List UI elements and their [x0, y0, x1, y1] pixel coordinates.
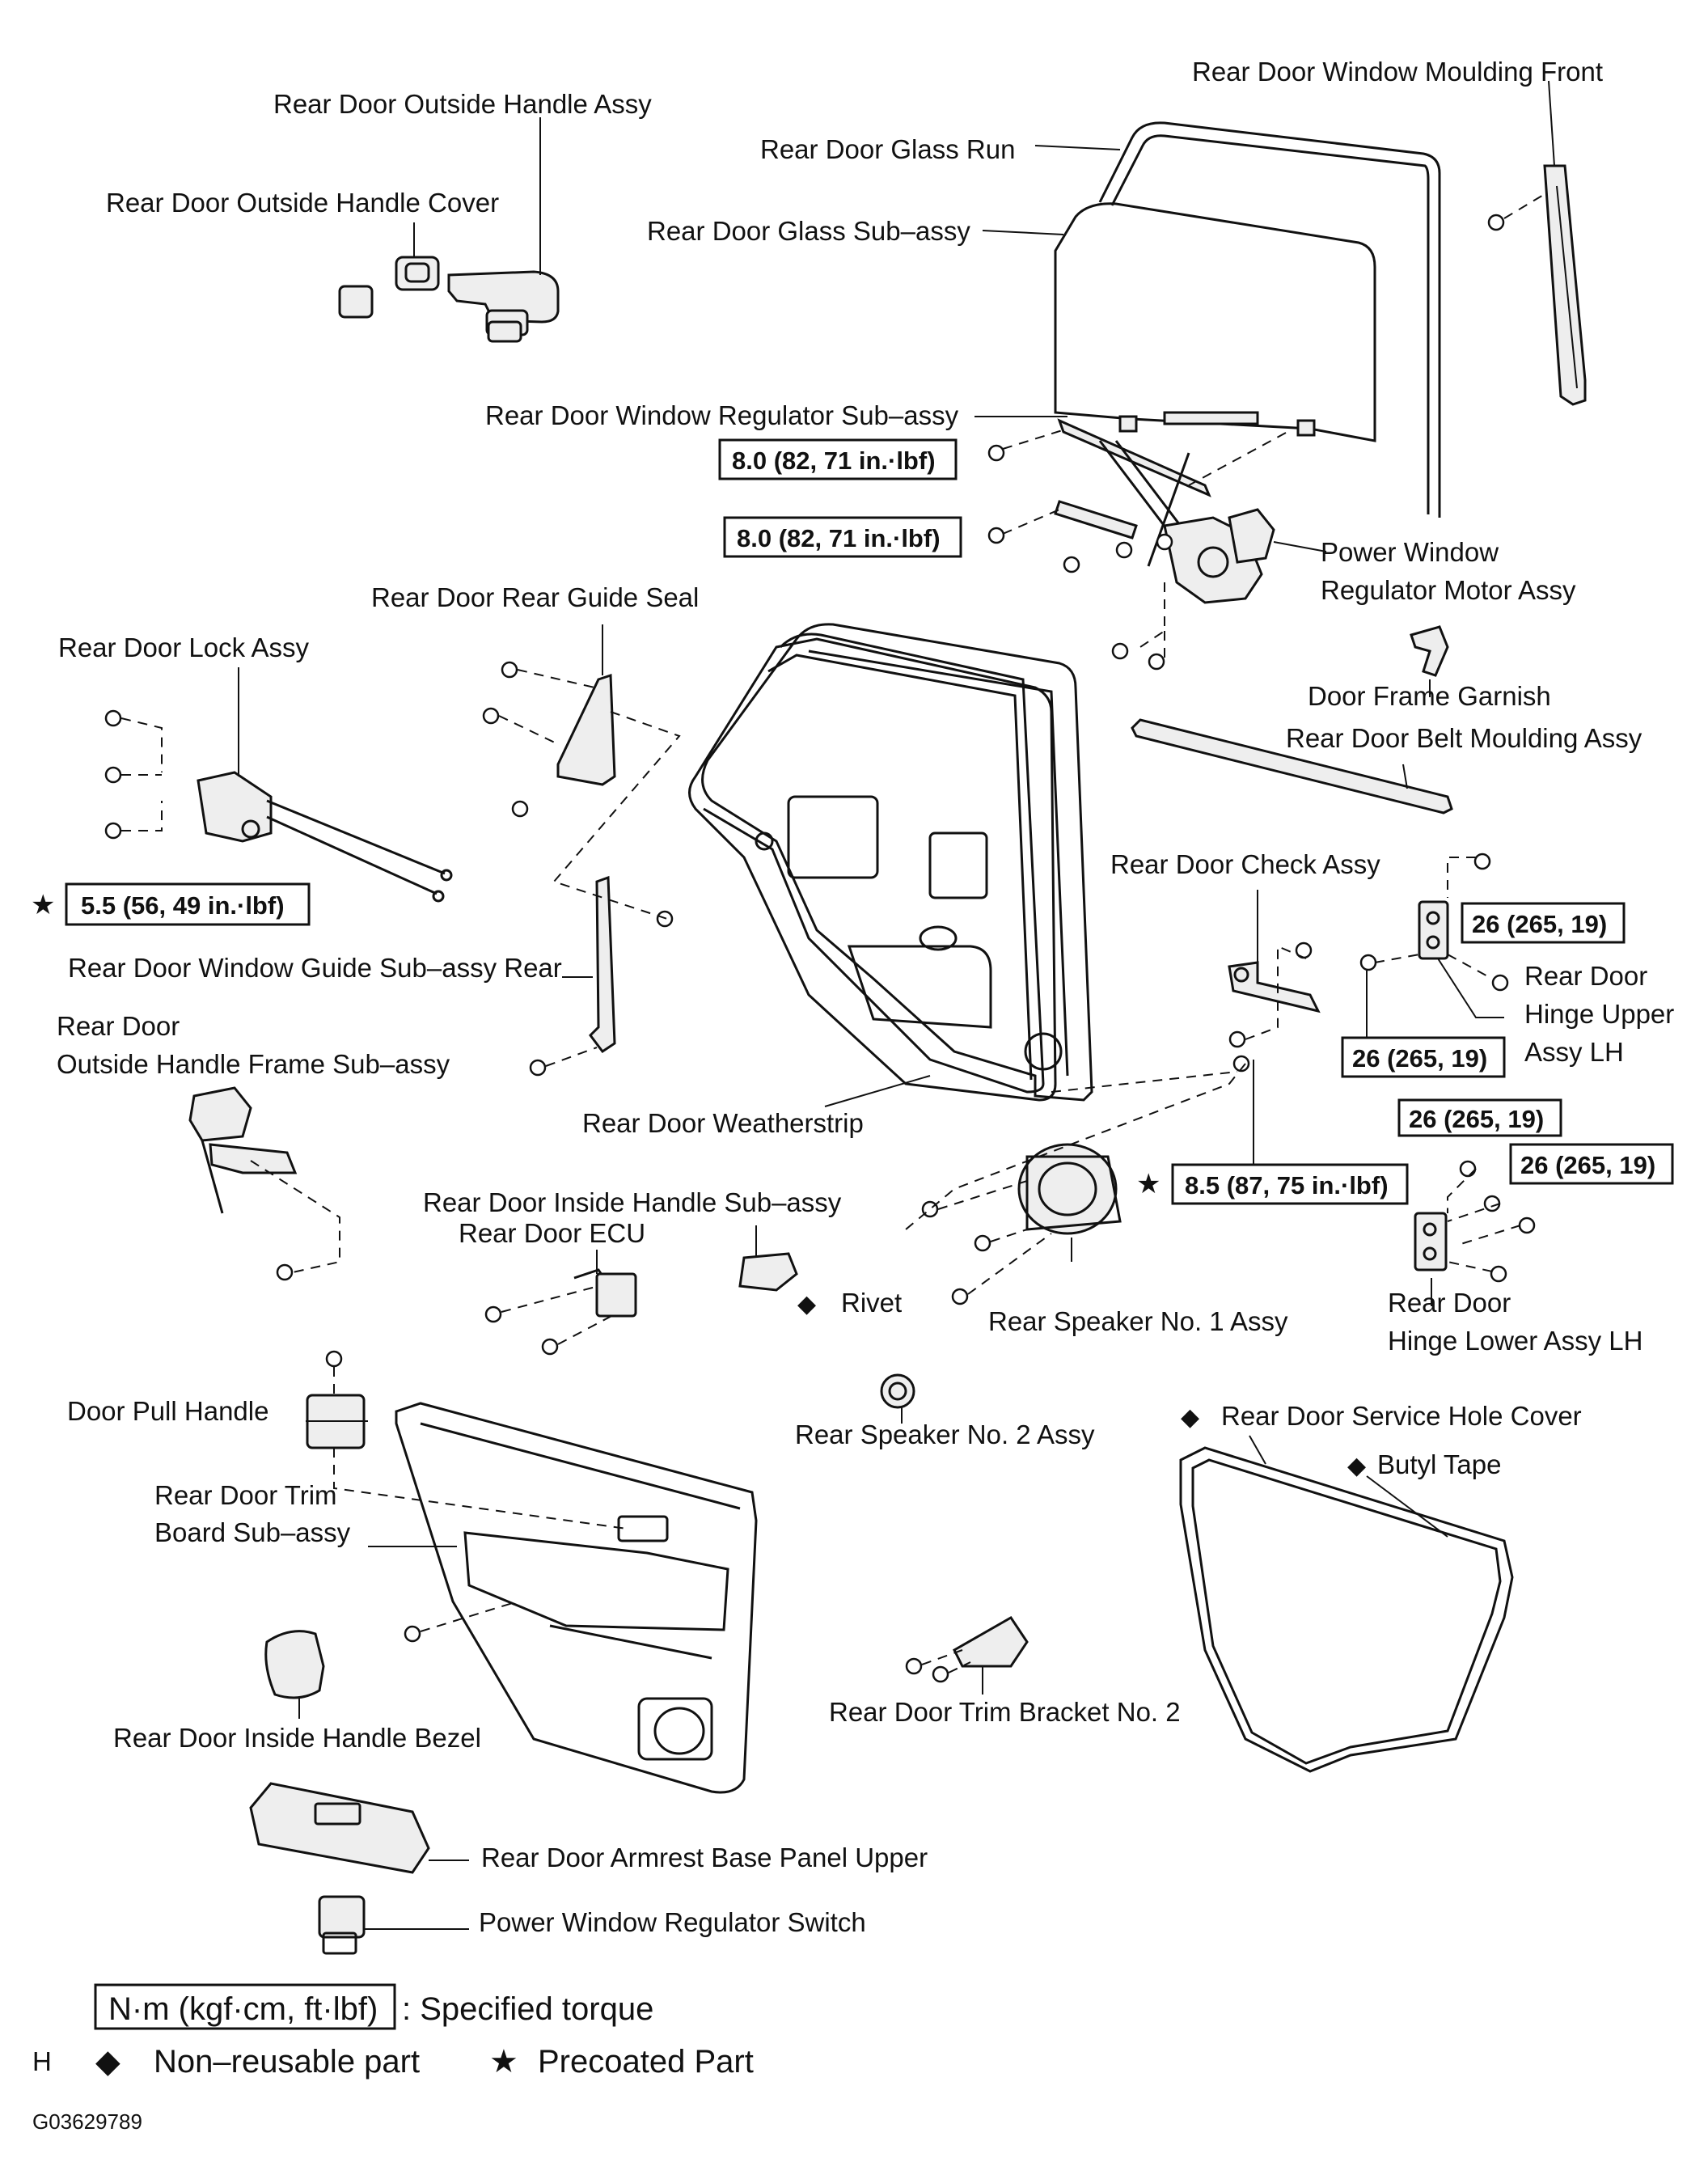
window-regulator-drawing	[1054, 418, 1275, 604]
label-regulator-subassy: Rear Door Window Regulator Sub–assy	[485, 400, 959, 430]
label-speaker-no2: Rear Speaker No. 2 Assy	[795, 1420, 1095, 1449]
label-armrest-base-panel: Rear Door Armrest Base Panel Upper	[481, 1843, 928, 1872]
speaker-no1-drawing	[1017, 1143, 1122, 1235]
part-labels: Rear Door Outside Handle Assy Rear Door …	[57, 57, 1674, 1937]
nonreusable-diamond-service-hole: ◆	[1181, 1403, 1199, 1432]
label-butyl-tape: Butyl Tape	[1377, 1449, 1502, 1479]
nonreusable-diamond-rivet: ◆	[797, 1290, 816, 1318]
label-power-window-motor-2: Regulator Motor Assy	[1321, 575, 1576, 605]
label-service-hole-cover: Rear Door Service Hole Cover	[1221, 1401, 1582, 1431]
label-hinge-upper-3: Assy LH	[1524, 1037, 1624, 1067]
leader-lines	[238, 80, 1555, 1930]
speaker-no2-drawing	[880, 1373, 915, 1409]
torque-specs: 8.0 (82, 71 in.·lbf) 8.0 (82, 71 in.·lbf…	[31, 438, 1674, 1205]
legend-diamond-symbol: ◆	[95, 2043, 120, 2080]
glass-drawing	[1054, 202, 1376, 442]
label-trim-board-1: Rear Door Trim	[154, 1480, 337, 1510]
label-glass-run: Rear Door Glass Run	[760, 134, 1015, 164]
torque-hinge-upper-a: 26 (265, 19)	[1472, 910, 1607, 938]
armrest-drawing	[249, 1782, 430, 1874]
label-trim-bracket-no2: Rear Door Trim Bracket No. 2	[829, 1697, 1181, 1727]
inside-handle-bezel-drawing	[264, 1630, 325, 1699]
torque-regulator-lower: 8.0 (82, 71 in.·lbf)	[737, 524, 941, 552]
label-door-pull-handle: Door Pull Handle	[67, 1396, 268, 1426]
torque-hinge-lower-a: 26 (265, 19)	[1409, 1105, 1544, 1133]
legend: N·m (kgf·cm, ft·lbf) : Specified torque …	[32, 1983, 754, 2134]
precoated-star-check: ★	[1136, 1168, 1161, 1200]
label-belt-moulding: Rear Door Belt Moulding Assy	[1286, 723, 1642, 753]
trim-board-drawing	[395, 1402, 758, 1794]
label-hinge-upper-1: Rear Door	[1524, 961, 1647, 991]
figure-code: G03629789	[32, 2109, 142, 2134]
label-speaker-no1: Rear Speaker No. 1 Assy	[988, 1306, 1288, 1336]
legend-units-desc: : Specified torque	[402, 1991, 653, 2027]
door-panel-drawing	[701, 623, 1093, 1102]
moulding-front-drawing	[1543, 164, 1587, 406]
label-lock-assy: Rear Door Lock Assy	[58, 633, 309, 662]
outside-handle-frame-drawing	[188, 1086, 298, 1214]
legend-precoated: Precoated Part	[538, 2044, 754, 2080]
torque-regulator-upper: 8.0 (82, 71 in.·lbf)	[732, 446, 936, 475]
torque-hinge-upper-b: 26 (265, 19)	[1352, 1044, 1487, 1073]
label-ecu: Rear Door ECU	[459, 1218, 645, 1248]
assembly-lines	[120, 193, 1545, 1673]
power-window-switch-drawing	[318, 1895, 366, 1955]
label-outside-handle-cover: Rear Door Outside Handle Cover	[106, 188, 499, 218]
hinge-upper-drawing	[1418, 900, 1449, 960]
label-hinge-lower-2: Hinge Lower Assy LH	[1388, 1326, 1642, 1356]
torque-check: 8.5 (87, 75 in.·lbf)	[1185, 1171, 1389, 1200]
legend-nonreusable: Non–reusable part	[154, 2044, 420, 2080]
precoated-star-lock: ★	[31, 889, 55, 921]
label-power-window-switch: Power Window Regulator Switch	[479, 1907, 866, 1937]
label-outside-handle-frame-2: Outside Handle Frame Sub–assy	[57, 1049, 450, 1079]
label-power-window-motor-1: Power Window	[1321, 537, 1499, 567]
label-trim-board-2: Board Sub–assy	[154, 1517, 351, 1547]
label-inside-handle-bezel: Rear Door Inside Handle Bezel	[113, 1723, 481, 1753]
torque-lock: 5.5 (56, 49 in.·lbf)	[81, 891, 285, 920]
trim-bracket-drawing	[953, 1616, 1029, 1668]
label-window-guide-rear: Rear Door Window Guide Sub–assy Rear	[68, 953, 562, 983]
label-inside-handle-subassy: Rear Door Inside Handle Sub–assy	[423, 1187, 842, 1217]
torque-hinge-lower-b: 26 (265, 19)	[1520, 1151, 1655, 1179]
legend-h-mark: H	[32, 2046, 52, 2076]
door-check-drawing	[1228, 961, 1321, 1013]
door-frame-garnish-drawing	[1410, 625, 1449, 677]
label-door-frame-garnish: Door Frame Garnish	[1308, 681, 1551, 711]
door-lock-drawing	[197, 771, 453, 903]
hinge-lower-drawing	[1414, 1212, 1448, 1271]
label-weatherstrip: Rear Door Weatherstrip	[582, 1108, 864, 1138]
window-guide-rear-drawing	[589, 875, 616, 1054]
weatherstrip-drawing	[688, 637, 1057, 1102]
rear-guide-seal-drawing	[556, 673, 616, 786]
inside-handle-drawing	[738, 1252, 798, 1292]
nonreusable-diamond-butyl: ◆	[1347, 1452, 1366, 1480]
label-outside-handle-frame-1: Rear Door	[57, 1011, 180, 1041]
label-hinge-lower-1: Rear Door	[1388, 1288, 1511, 1318]
legend-units-box: N·m (kgf·cm, ft·lbf)	[108, 1991, 378, 2027]
outside-handle-cover-drawing	[338, 256, 440, 319]
label-check-assy: Rear Door Check Assy	[1110, 849, 1380, 879]
legend-star-symbol: ★	[489, 2043, 518, 2080]
label-outside-handle-assy: Rear Door Outside Handle Assy	[273, 89, 652, 119]
label-moulding-front: Rear Door Window Moulding Front	[1192, 57, 1603, 87]
label-hinge-upper-2: Hinge Upper	[1524, 999, 1674, 1029]
service-hole-cover-drawing	[1179, 1446, 1514, 1773]
label-glass-subassy: Rear Door Glass Sub–assy	[647, 216, 970, 246]
fasteners	[104, 214, 1536, 1683]
label-rear-guide-seal: Rear Door Rear Guide Seal	[371, 582, 699, 612]
belt-moulding-drawing	[1131, 718, 1453, 814]
label-rivet: Rivet	[841, 1288, 902, 1318]
glass-run-drawing	[1098, 121, 1441, 518]
ecu-drawing	[573, 1268, 637, 1318]
outside-handle-drawing	[447, 270, 560, 343]
